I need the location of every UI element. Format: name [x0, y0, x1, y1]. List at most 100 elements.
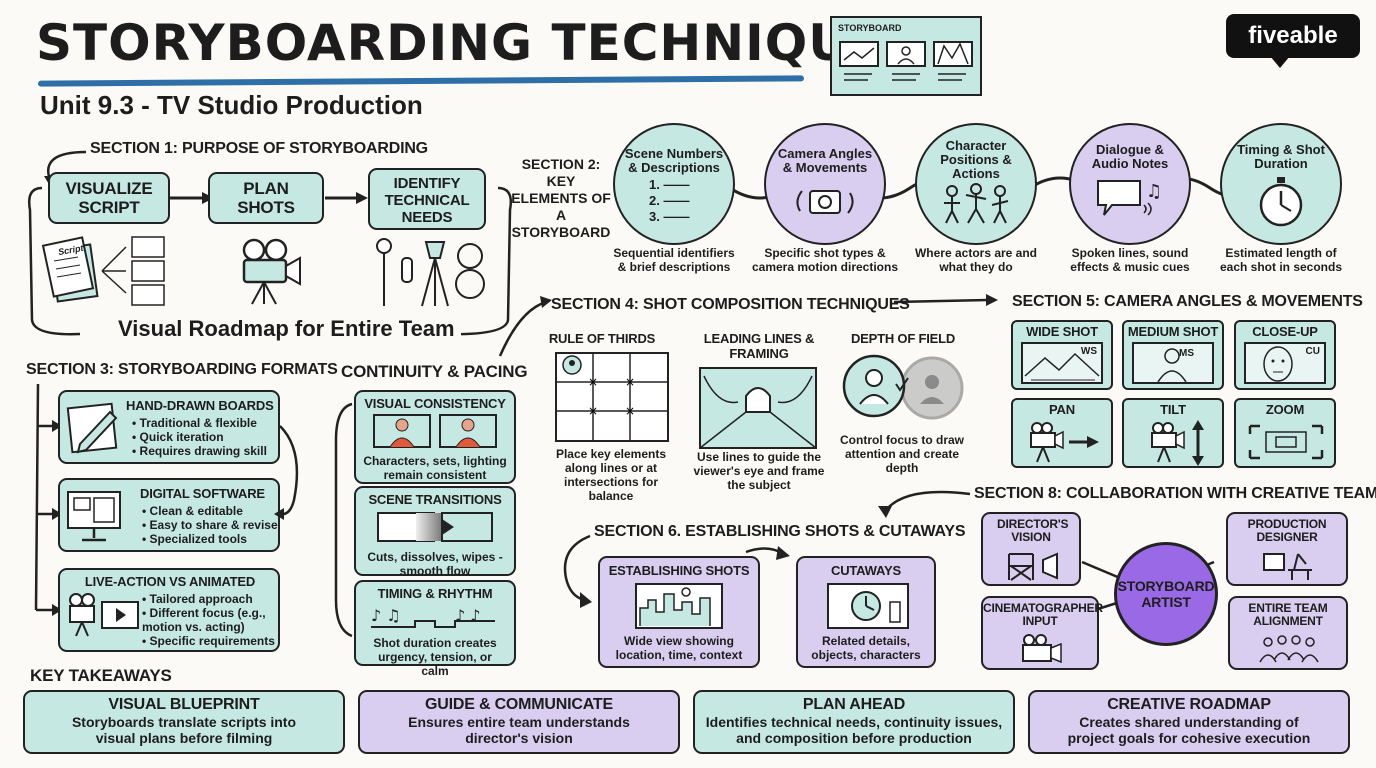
step-plan-shots-label: PLAN SHOTS [237, 179, 295, 217]
rule-of-thirds-grid: ×× ×× [555, 352, 669, 442]
timing-rhythm-title: TIMING & RHYTHM [377, 586, 493, 601]
camera-angles-caption: Specific shot types & camera motion dire… [751, 246, 899, 274]
shot-close-up-frame: CU [1244, 342, 1326, 384]
continuity-timing-rhythm: TIMING & RHYTHM ♪ ♫♪ ♪ Shot duration cre… [354, 580, 516, 678]
storyboard-thumbnail: STORYBOARD [830, 16, 982, 96]
role-entire-team-label: ENTIRE TEAM ALIGNMENT [1248, 601, 1328, 628]
role-directors-vision-label: DIRECTOR'S VISION [997, 517, 1069, 544]
shot-close-up-title: CLOSE-UP [1252, 324, 1318, 339]
bullet: Different focus (e.g., motion vs. acting… [142, 606, 278, 634]
continuity-title: CONTINUITY & PACING [341, 362, 528, 381]
format-feedback-arrows [274, 425, 299, 520]
transition-frames-icon [377, 512, 493, 542]
bullet: Quick iteration [132, 430, 267, 444]
landscape-icon [1024, 352, 1100, 381]
shot-medium-tag: MS [1179, 348, 1194, 359]
dialogue-audio-label: Dialogue & Audio Notes [1091, 142, 1169, 171]
section1-title: SECTION 1: PURPOSE OF STORYBOARDING [90, 140, 428, 157]
directors-chair-icon [1008, 552, 1058, 581]
shot-tilt-title: TILT [1160, 402, 1186, 417]
page-subtitle: Unit 9.3 - TV Studio Production [40, 90, 423, 120]
scene-transitions-title: SCENE TRANSITIONS [368, 492, 502, 507]
establishing-shots-card: ESTABLISHING SHOTS Wide view showing loc… [598, 556, 760, 668]
person-bust-icon [1157, 348, 1187, 383]
bullet: Easy to share & revise [142, 518, 278, 532]
format-live-action-bullets: Tailored approach Different focus (e.g.,… [142, 592, 278, 648]
shot-wide-frame: WS [1021, 342, 1103, 384]
shot-wide-tag: WS [1080, 346, 1097, 357]
rotating-camera-icon [796, 190, 854, 214]
page-title: STORYBOARDING TECHNIQUES [36, 14, 922, 72]
step-identify-technical-needs-label: IDENTIFY TECHNICAL NEEDS [384, 175, 470, 226]
takeaway-plan-text: Identifies technical needs, continuity i… [705, 714, 1003, 746]
film-camera-icon [242, 238, 301, 305]
section6-title: SECTION 6. ESTABLISHING SHOTS & CUTAWAYS [594, 523, 966, 540]
leading-lines-title: LEADING LINES & FRAMING [703, 331, 815, 361]
key-takeaways-title: KEY TAKEAWAYS [30, 666, 172, 685]
depth-of-field-icon [842, 354, 964, 420]
character-positions-caption: Where actors are and what they do [914, 246, 1038, 274]
format-digital-software: DIGITAL SOFTWARE Clean & editable Easy t… [58, 478, 280, 552]
shot-pan: PAN [1011, 398, 1113, 468]
svg-text:×: × [588, 375, 598, 389]
establishing-shots-title: ESTABLISHING SHOTS [608, 563, 750, 578]
format-hand-drawn-bullets: Traditional & flexible Quick iteration R… [132, 416, 267, 458]
section4-title: SECTION 4: SHOT COMPOSITION TECHNIQUES [551, 296, 910, 313]
stopwatch-icon [1259, 177, 1303, 227]
pan-camera-icon [1030, 422, 1099, 463]
svg-text:♫: ♫ [1146, 181, 1162, 202]
role-cinematographer-label: CINEMATOGRAPHER INPUT [983, 601, 1103, 628]
production-equipment-icon [376, 238, 485, 307]
leading-lines-caption: Use lines to guide the viewer's eye and … [693, 450, 825, 492]
role-entire-team-alignment: ENTIRE TEAM ALIGNMENT [1228, 596, 1348, 670]
role-cinematographer-input: CINEMATOGRAPHER INPUT [981, 596, 1103, 670]
storyboard-artist-label: STORYBOARD ARTIST [1117, 578, 1215, 610]
takeaway-guide-text: Ensures entire team understands director… [408, 714, 630, 746]
step-identify-technical-needs: IDENTIFY TECHNICAL NEEDS [368, 168, 486, 230]
bullet: Specific requirements [142, 634, 278, 648]
shot-close-up-tag: CU [1305, 346, 1320, 357]
svg-text:♪ ♪: ♪ ♪ [455, 606, 481, 625]
rule-of-thirds-title: RULE OF THIRDS [548, 331, 656, 346]
depth-of-field-title: DEPTH OF FIELD [850, 331, 956, 346]
shot-wide-title: WIDE SHOT [1026, 324, 1098, 339]
storyboard-panels-icon [839, 41, 973, 81]
monitor-icon [67, 491, 121, 542]
fiveable-logo[interactable]: fiveable [1226, 14, 1360, 68]
svg-text:♪ ♫: ♪ ♫ [371, 606, 401, 625]
zoom-frames-icon [1248, 424, 1324, 460]
script-pages-icon [41, 236, 165, 306]
shot-zoom-title: ZOOM [1265, 402, 1305, 417]
camera-angles-label: Camera Angles & Movements [777, 146, 873, 175]
number-1: 1. [649, 177, 660, 192]
consistent-characters-icon [373, 414, 497, 448]
takeaway-plan-ahead: PLAN AHEAD Identifies technical needs, c… [693, 690, 1015, 754]
role-directors-vision: DIRECTOR'S VISION [981, 512, 1081, 586]
takeaway-plan-title: PLAN AHEAD [802, 696, 906, 713]
scene-numbers-label: Scene Numbers & Descriptions [624, 146, 724, 175]
rhythm-notes-icon: ♪ ♫ ♪ ♪ [371, 606, 495, 628]
takeaway-visual-blueprint: VISUAL BLUEPRINT Storyboards translate s… [23, 690, 345, 754]
section1-footer: Visual Roadmap for Entire Team [112, 316, 461, 342]
takeaway-creative-text: Creates shared understanding of project … [1067, 714, 1311, 746]
cutaways-title: CUTAWAYS [831, 563, 901, 578]
speech-bubble-icon: ♫ [1097, 180, 1162, 216]
numbered-list-icon: 1. —— 2. —— 3. —— [649, 177, 690, 224]
section3-connector [34, 383, 62, 616]
shot-wide: WIDE SHOT WS [1011, 320, 1113, 390]
clock-detail-icon [827, 583, 909, 629]
leading-lines-tunnel [699, 367, 817, 449]
bullet: Specialized tools [142, 532, 278, 546]
section8-arrow [878, 490, 971, 518]
logo-tail [1270, 56, 1290, 68]
storyboard-thumbnail-label: STORYBOARD [838, 23, 902, 33]
format-hand-drawn-title: HAND-DRAWN BOARDS [126, 398, 274, 413]
shot-zoom: ZOOM [1234, 398, 1336, 468]
set-design-icon [1263, 553, 1312, 580]
character-positions-label: Character Positions & Actions [940, 138, 1012, 181]
cutaways-card: CUTAWAYS Related details, objects, chara… [796, 556, 936, 668]
number-3: 3. [649, 209, 660, 224]
bullet: Tailored approach [142, 592, 278, 606]
shot-close-up: CLOSE-UP CU [1234, 320, 1336, 390]
step-plan-shots: PLAN SHOTS [208, 172, 324, 224]
